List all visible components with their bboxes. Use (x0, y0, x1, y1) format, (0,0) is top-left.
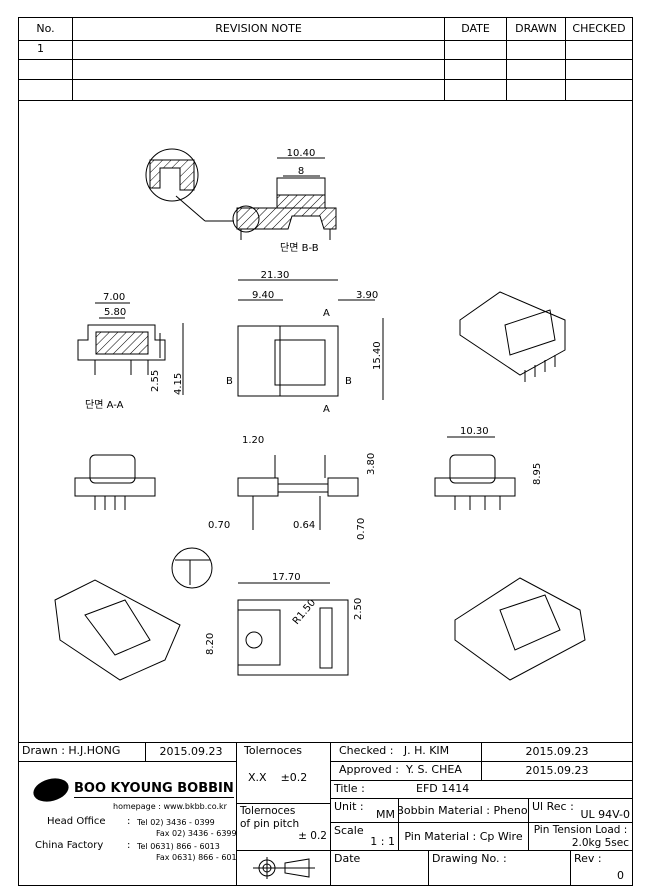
title-row: Title : EFD 1414 (330, 780, 633, 799)
pin-tolerance-value: ± 0.2 (298, 830, 327, 843)
dim-0-70-left: 0.70 (208, 520, 230, 531)
section-aa-label: 단면 A-A (85, 399, 124, 411)
marker-b-left: B (226, 376, 233, 387)
approved-by: Y. S. CHEA (405, 763, 462, 776)
dim-8: 8 (298, 166, 304, 177)
front-view-left (74, 454, 156, 510)
row-checked (565, 79, 633, 101)
drawing-number-cell: Drawing No. : (428, 850, 571, 886)
scale-label: Scale (334, 824, 364, 837)
ul-value: UL 94V-0 (580, 807, 630, 821)
isometric-view-2 (54, 579, 181, 681)
china-factory-label: China Factory (35, 840, 104, 851)
unit-label: Unit : (334, 800, 364, 813)
checked-date: 2015.09.23 (481, 742, 633, 762)
dim-2-50: 2.50 (353, 598, 364, 620)
pin-tension-cell: Pin Tension Load :2.0kg 5sec (528, 822, 633, 851)
drawn-by: Drawn : H.J.HONG (18, 742, 146, 762)
drawn-date: 2015.09.23 (145, 742, 237, 762)
ul-label: Ul Rec : (532, 800, 574, 813)
pin-tolerance-label: Tolernoces (240, 805, 296, 817)
pin-tolerance-label-2: of pin pitch (240, 817, 300, 830)
approved-row: Approved : Y. S. CHEA (330, 761, 482, 781)
tolerance-xx: X.X (248, 771, 267, 785)
dim-10-30: 10.30 (460, 426, 489, 437)
tolerance-label: Tolernoces (244, 744, 302, 757)
projection-symbol (236, 850, 331, 886)
tolerance-value: ±0.2 (280, 771, 308, 785)
pin-material: Pin Material : Cp Wire (398, 822, 529, 851)
bottom-view: 17.70 R1.50 2.50 8.20 (171, 547, 364, 676)
title-value: EFD 1414 (416, 782, 470, 795)
isometric-view-3 (454, 577, 586, 681)
dim-8-20: 8.20 (205, 633, 216, 655)
front-view-right: 10.30 8.95 (434, 426, 543, 510)
section-aa-view: 7.00 5.80 2.55 4.15 단면 A-A (77, 292, 184, 411)
rev-label: Rev : (574, 852, 602, 865)
dim-7-00: 7.00 (103, 292, 125, 303)
title-label: Title : (334, 782, 365, 795)
pin-tension-value: 2.0kg 5sec (571, 836, 629, 849)
third-angle-projection-icon (252, 857, 315, 879)
dim-8-95: 8.95 (532, 463, 543, 485)
dim-5-80: 5.80 (104, 307, 126, 318)
china-factory-fax: Fax 0631) 866 - 6010 (156, 853, 237, 862)
scale-value: 1 : 1 (370, 834, 395, 848)
checked-label: Checked : (339, 744, 394, 757)
approved-label: Approved : (339, 763, 399, 776)
side-view: 1.20 3.80 0.70 0.64 0.70 (208, 435, 377, 540)
pin-tension-label: Pin Tension Load : (533, 824, 628, 836)
company-name: BOO KYOUNG BOBBIN (74, 781, 234, 798)
dim-0-70-right: 0.70 (356, 518, 367, 540)
dim-0-64: 0.64 (293, 520, 315, 531)
dim-3-80: 3.80 (366, 453, 377, 475)
unit-value: MM (376, 807, 395, 821)
section-bb-label: 단면 B-B (280, 242, 319, 254)
isometric-view-1 (459, 291, 566, 382)
head-office-tel: Tel 02) 3436 - 0399 (137, 818, 215, 827)
marker-b-right: B (345, 376, 352, 387)
rev-cell: Rev : 0 (570, 850, 633, 886)
dim-21-30: 21.30 (261, 270, 290, 281)
dim-2-55: 2.55 (150, 370, 161, 392)
marker-a-bottom: A (323, 404, 330, 415)
head-office-label: Head Office (47, 816, 106, 827)
bobbin-material: Bobbin Material : Phenol (398, 798, 529, 823)
marker-a-top: A (323, 308, 330, 319)
head-office-fax: Fax 02) 3436 - 6399 (156, 829, 237, 838)
technical-drawing: 10.40 8 단면 B-B 7.00 5.80 2.55 4.15 단면 A-… (54, 148, 586, 681)
date-cell: Date (330, 850, 429, 886)
dim-10-40: 10.40 (287, 148, 316, 159)
pin-pitch-tolerance-cell: Tolernoces of pin pitch ± 0.2 (236, 803, 331, 851)
dim-15-40: 15.40 (372, 341, 383, 370)
checked-row: Checked : J. H. KIM (330, 742, 482, 762)
company-info: BOO KYOUNG BOBBIN homepage : www.bkbb.co… (18, 761, 237, 886)
rev-value: 0 (617, 868, 624, 882)
checked-by: J. H. KIM (403, 744, 450, 757)
china-factory-tel: Tel 0631) 866 - 6013 (137, 842, 220, 851)
section-bb-view: 10.40 8 단면 B-B (145, 148, 337, 254)
top-view: 21.30 9.40 3.90 15.40 A A B B (226, 270, 384, 415)
dim-r1-50: R1.50 (291, 597, 318, 626)
ul-cell: Ul Rec : UL 94V-0 (528, 798, 633, 823)
dim-9-40: 9.40 (252, 290, 274, 301)
tolerance-cell: Tolernoces X.X ±0.2 (236, 742, 331, 804)
scale-cell: Scale 1 : 1 (330, 822, 399, 851)
homepage: homepage : www.bkbb.co.kr (113, 802, 227, 811)
dim-17-70: 17.70 (272, 572, 301, 583)
unit-cell: Unit : MM (330, 798, 399, 823)
dim-3-90: 3.90 (356, 290, 378, 301)
approved-date: 2015.09.23 (481, 761, 633, 781)
company-logo (30, 774, 72, 806)
dim-4-15: 4.15 (173, 373, 184, 395)
dim-1-20: 1.20 (242, 435, 264, 446)
